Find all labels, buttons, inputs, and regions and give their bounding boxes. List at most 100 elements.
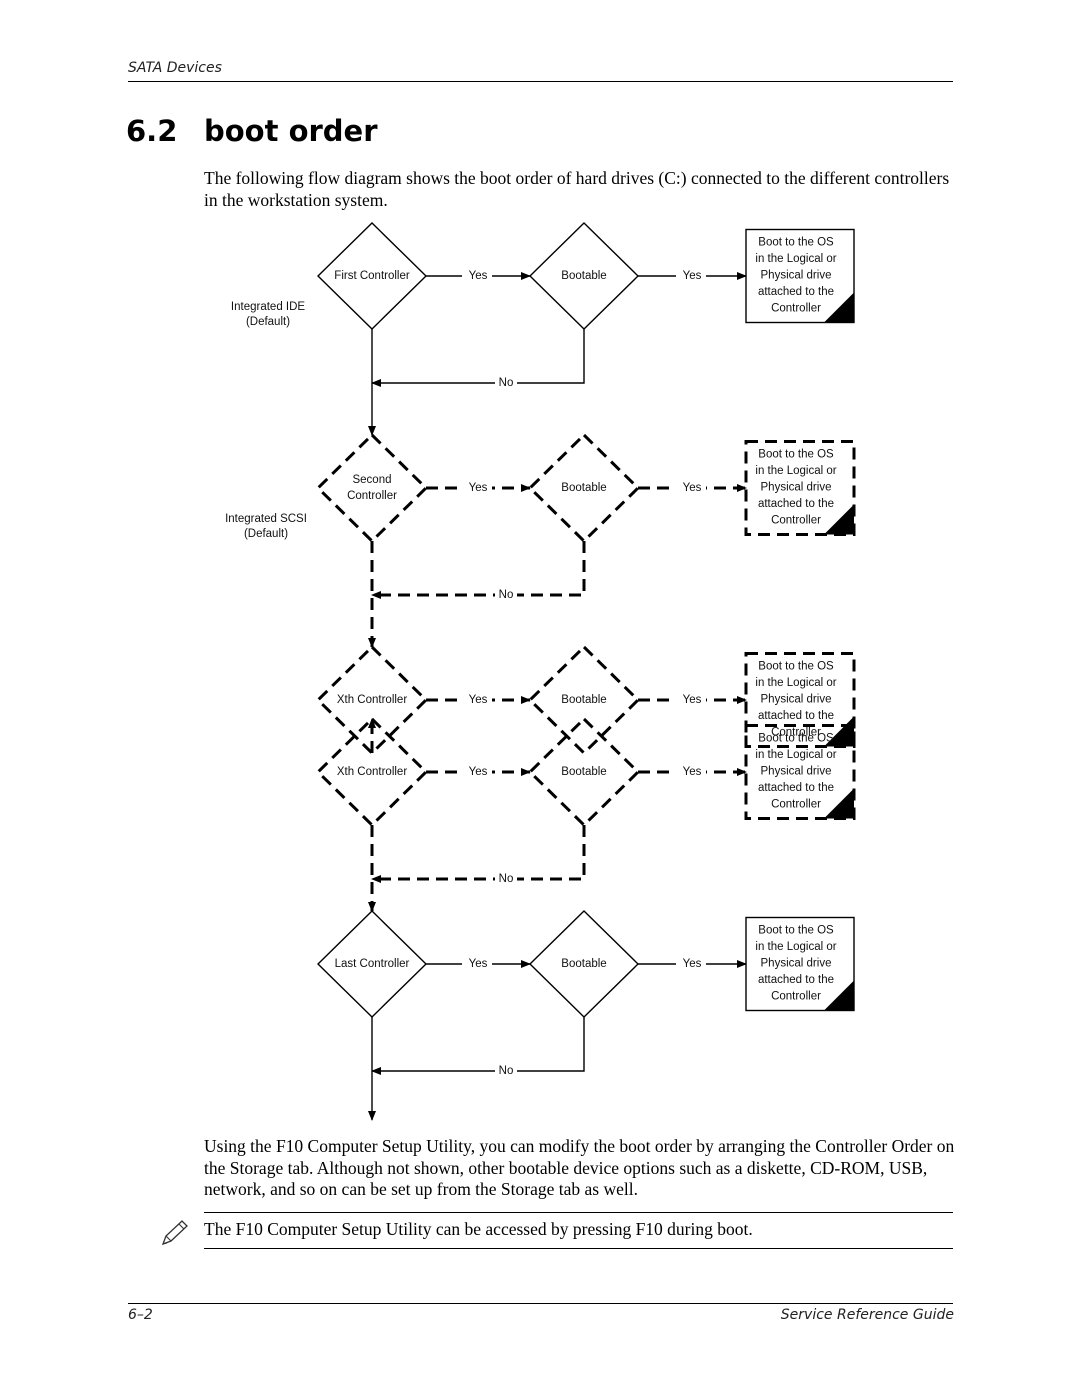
- boot-os-box-text: Controller: [771, 799, 821, 811]
- label-mask: [676, 268, 706, 284]
- boot-box-corner: [824, 980, 854, 1011]
- label-mask: [462, 956, 492, 972]
- section-number: 6.2: [126, 114, 178, 148]
- boot-os-box-text: in the Logical or: [755, 465, 836, 477]
- controller-decision-label: Controller: [347, 490, 397, 502]
- bootable-label: Bootable: [561, 270, 606, 282]
- boot-os-box: [744, 440, 856, 536]
- label-mask: [676, 692, 706, 708]
- label-mask: [462, 692, 492, 708]
- yes-label: Yes: [469, 270, 488, 282]
- boot-os-box-text: in the Logical or: [755, 253, 836, 265]
- boot-os-box: [745, 916, 855, 1012]
- boot-os-box-text: Boot to the OS: [758, 925, 834, 937]
- controller-type-label: (Default): [246, 316, 290, 328]
- yes-label: Yes: [683, 482, 702, 494]
- boot-os-box-text: Physical drive: [761, 482, 832, 494]
- header-rule: [128, 81, 953, 82]
- no-return-path: [371, 329, 585, 387]
- controller-decision-diamond: [315, 644, 429, 756]
- boot-os-box-text: Boot to the OS: [758, 449, 834, 461]
- boot-os-box-text: Physical drive: [761, 270, 832, 282]
- bootable-decision-diamond: [527, 644, 641, 756]
- note-text: The F10 Computer Setup Utility can be ac…: [204, 1219, 753, 1239]
- boot-box-corner: [824, 504, 854, 535]
- pencil-note-icon: [161, 1220, 188, 1246]
- yes-label: Yes: [469, 766, 488, 778]
- boot-os-box-text: Controller: [771, 727, 821, 739]
- yes-label: Yes: [683, 270, 702, 282]
- controller-type-label: (Default): [244, 528, 288, 540]
- intro-paragraph: The following flow diagram shows the boo…: [204, 168, 950, 210]
- controller-type-label: Integrated SCSI: [225, 513, 307, 525]
- label-mask: [676, 956, 706, 972]
- section-heading: boot order: [204, 114, 378, 148]
- section-title: 6.2 boot order: [126, 114, 378, 148]
- controller-decision-label: Second: [352, 474, 391, 486]
- boot-os-box-text: attached to the: [758, 286, 834, 298]
- note-top-rule: [204, 1212, 953, 1213]
- label-mask: [495, 1063, 517, 1079]
- boot-os-box-text: in the Logical or: [755, 677, 836, 689]
- controller-type-label: Integrated IDE: [231, 301, 305, 313]
- label-mask: [495, 871, 517, 887]
- outro-paragraph: Using the F10 Computer Setup Utility, yo…: [204, 1136, 955, 1199]
- bootable-label: Bootable: [561, 958, 606, 970]
- boot-os-box: [744, 652, 856, 748]
- bootable-decision-diamond: [527, 716, 641, 828]
- boot-os-box-text: Controller: [771, 303, 821, 315]
- label-mask: [495, 375, 517, 391]
- no-return-path: [371, 825, 586, 883]
- boot-os-box-text: Physical drive: [761, 958, 832, 970]
- note-bottom-rule: [204, 1248, 953, 1249]
- boot-os-box-text: in the Logical or: [755, 941, 836, 953]
- label-mask: [676, 480, 706, 496]
- yes-label: Yes: [469, 958, 488, 970]
- boot-os-box-text: Controller: [771, 515, 821, 527]
- label-mask: [462, 480, 492, 496]
- boot-os-box-text: attached to the: [758, 782, 834, 794]
- yes-label: Yes: [469, 482, 488, 494]
- controller-decision-diamond: [315, 432, 429, 544]
- boot-os-box-text: Physical drive: [761, 694, 832, 706]
- no-label: No: [499, 377, 514, 389]
- label-mask: [495, 587, 517, 603]
- boot-os-box-text: Boot to the OS: [758, 733, 834, 745]
- boot-os-box: [745, 228, 855, 324]
- label-mask: [462, 764, 492, 780]
- boot-os-box-text: in the Logical or: [755, 749, 836, 761]
- controller-decision-label: Xth Controller: [337, 766, 407, 778]
- boot-os-box: [744, 724, 856, 820]
- label-mask: [462, 268, 492, 284]
- boot-box-corner: [824, 788, 854, 819]
- no-return-path: [371, 1017, 585, 1075]
- boot-os-box-text: attached to the: [758, 710, 834, 722]
- running-header: SATA Devices: [128, 60, 222, 76]
- yes-label: Yes: [683, 694, 702, 706]
- no-return-path: [371, 541, 586, 599]
- yes-label: Yes: [683, 958, 702, 970]
- no-label: No: [499, 589, 514, 601]
- boot-os-box-text: Boot to the OS: [758, 661, 834, 673]
- label-mask: [676, 764, 706, 780]
- controller-decision-label: Last Controller: [335, 958, 410, 970]
- no-label: No: [499, 873, 514, 885]
- boot-box-corner: [824, 292, 854, 323]
- yes-label: Yes: [683, 766, 702, 778]
- boot-os-box-text: Controller: [771, 991, 821, 1003]
- bootable-label: Bootable: [561, 482, 606, 494]
- boot-os-box-text: attached to the: [758, 974, 834, 986]
- boot-os-box-text: attached to the: [758, 498, 834, 510]
- yes-label: Yes: [469, 694, 488, 706]
- controller-decision-label: First Controller: [334, 270, 410, 282]
- bootable-label: Bootable: [561, 694, 606, 706]
- controller-decision-label: Xth Controller: [337, 694, 407, 706]
- footer-rule: [128, 1303, 953, 1304]
- controller-decision-diamond: [315, 716, 429, 828]
- bootable-label: Bootable: [561, 766, 606, 778]
- bootable-decision-diamond: [527, 432, 641, 544]
- boot-os-box-text: Boot to the OS: [758, 237, 834, 249]
- page-number: 6–2: [128, 1307, 153, 1323]
- guide-title: Service Reference Guide: [780, 1307, 954, 1323]
